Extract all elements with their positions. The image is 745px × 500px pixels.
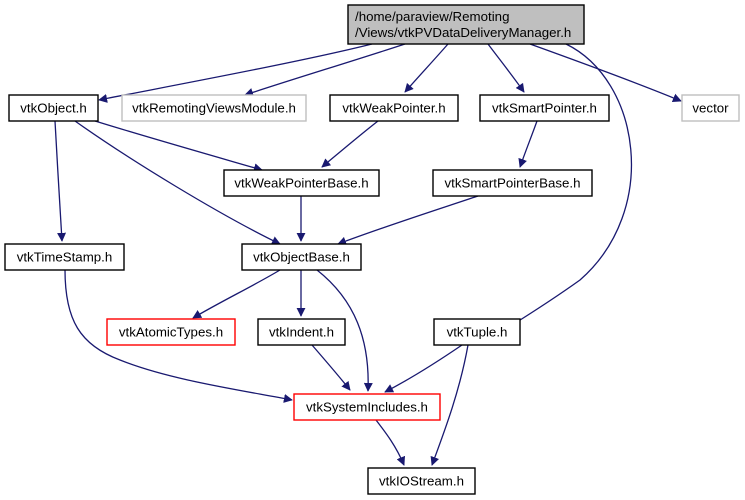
node-label: vtkRemotingViewsModule.h: [132, 101, 296, 116]
node-label: vtkSmartPointer.h: [492, 101, 597, 116]
node-label: vtkObjectBase.h: [253, 250, 350, 265]
node-label: vtkWeakPointer.h: [342, 101, 445, 116]
node-box: [223, 169, 380, 197]
node-label: vtkAtomicTypes.h: [119, 325, 223, 340]
node-box: [121, 94, 307, 122]
edge-vtkObject-to-vtkWeakPointerBase: [94, 120, 263, 173]
edge-vtkObject-to-vtkTimeStamp: [54, 120, 67, 242]
node-label: vtkIOStream.h: [379, 474, 464, 489]
node-vtkObject[interactable]: vtkObject.h: [8, 94, 99, 122]
edge-root-to-vtkWeakPointer: [404, 43, 449, 93]
node-label: vtkSystemIncludes.h: [306, 400, 428, 415]
edge-vtkTuple-to-vtkIOStream: [430, 344, 469, 466]
edge-vtkObjectBase-to-vtkSystemIncludes: [316, 269, 373, 392]
edge-root-to-vtkTuple: [500, 43, 633, 333]
node-box: [241, 243, 362, 271]
edge-vtkSystemIncludes-to-vtkIOStream: [375, 419, 406, 466]
edge-vtkObject-to-vtkObjectBase: [74, 120, 281, 245]
node-box: [432, 169, 593, 197]
node-vtkSmartPointer[interactable]: vtkSmartPointer.h: [479, 94, 610, 122]
node-label: vtkIndent.h: [269, 325, 334, 340]
node-vtkObjectBase[interactable]: vtkObjectBase.h: [241, 243, 362, 271]
node-label: vtkTimeStamp.h: [17, 250, 113, 265]
edge-root-to-vector: [529, 43, 682, 103]
node-vtkWeakPointerBase[interactable]: vtkWeakPointerBase.h: [223, 169, 380, 197]
node-label: vtkWeakPointerBase.h: [234, 176, 368, 191]
node-label: vtkObject.h: [20, 101, 87, 116]
edge-vtkSmartPointer-to-vtkSmartPointerBase: [518, 120, 538, 168]
node-label: /Views/vtkPVDataDeliveryManager.h: [355, 25, 571, 40]
edges-layer: [54, 43, 682, 466]
node-box: [479, 94, 610, 122]
edge-root-to-vtkObject: [98, 43, 373, 103]
node-box: [681, 94, 740, 122]
node-label: vtkTuple.h: [447, 325, 508, 340]
node-box: [347, 4, 585, 45]
edge-vtkTimeStamp-to-vtkSystemIncludes: [64, 269, 293, 403]
node-box: [8, 94, 99, 122]
node-vector: vector: [681, 94, 740, 122]
node-label: vtkSmartPointerBase.h: [445, 176, 581, 191]
node-box: [293, 393, 441, 421]
node-vtkSmartPointerBase[interactable]: vtkSmartPointerBase.h: [432, 169, 593, 197]
node-box: [4, 243, 125, 271]
edge-vtkWeakPointer-to-vtkWeakPointerBase: [321, 120, 379, 168]
node-box: [257, 318, 346, 346]
node-vtkAtomicTypes[interactable]: vtkAtomicTypes.h: [106, 318, 236, 346]
node-box: [367, 467, 476, 495]
node-vtkTimeStamp[interactable]: vtkTimeStamp.h: [4, 243, 125, 271]
node-vtkIndent[interactable]: vtkIndent.h: [257, 318, 346, 346]
node-vtkTuple[interactable]: vtkTuple.h: [433, 318, 521, 346]
edge-root-to-vtkRemotingViewsModule: [244, 43, 406, 97]
edge-vtkObjectBase-to-vtkAtomicTypes: [192, 269, 281, 319]
node-box: [433, 318, 521, 346]
edge-vtkIndent-to-vtkSystemIncludes: [311, 344, 351, 391]
node-label: vector: [692, 101, 729, 116]
nodes-layer: /home/paraview/Remoting/Views/vtkPVDataD…: [4, 4, 740, 495]
node-vtkSystemIncludes[interactable]: vtkSystemIncludes.h: [293, 393, 441, 421]
node-box: [106, 318, 236, 346]
edge-vtkSmartPointerBase-to-vtkObjectBase: [337, 195, 479, 246]
node-box: [329, 94, 459, 122]
node-vtkWeakPointer[interactable]: vtkWeakPointer.h: [329, 94, 459, 122]
node-vtkIOStream[interactable]: vtkIOStream.h: [367, 467, 476, 495]
node-label: /home/paraview/Remoting: [355, 9, 509, 24]
edge-root-to-vtkSmartPointer: [487, 43, 525, 93]
node-root[interactable]: /home/paraview/Remoting/Views/vtkPVDataD…: [347, 4, 585, 45]
edge-vtkTuple-to-vtkSystemIncludes: [384, 344, 463, 393]
node-vtkRemotingViewsModule: vtkRemotingViewsModule.h: [121, 94, 307, 122]
